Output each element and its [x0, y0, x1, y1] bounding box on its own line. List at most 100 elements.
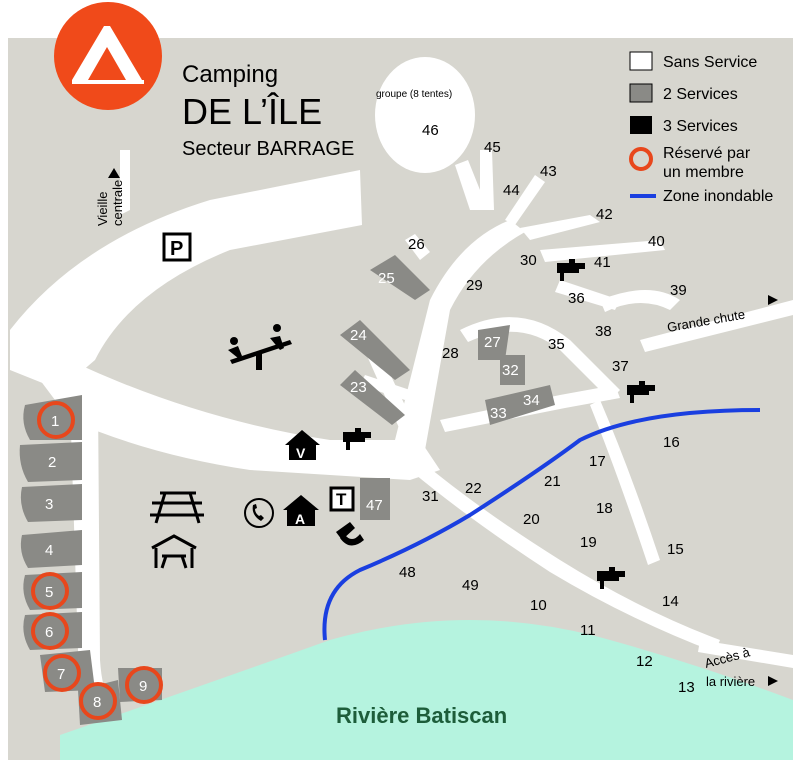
- site-9[interactable]: 9: [139, 678, 147, 695]
- site-42[interactable]: 42: [596, 206, 613, 223]
- site-pad-27: [478, 325, 510, 360]
- site-31[interactable]: 31: [422, 488, 439, 505]
- site-19[interactable]: 19: [580, 534, 597, 551]
- site-21[interactable]: 21: [544, 473, 561, 490]
- site-32[interactable]: 32: [502, 362, 519, 379]
- vieille-centrale-label: Vieille centrale: [95, 168, 125, 226]
- site-16[interactable]: 16: [663, 434, 680, 451]
- site-pad-25: [370, 255, 430, 300]
- site-7[interactable]: 7: [57, 666, 65, 683]
- shelter-icon: [151, 534, 197, 569]
- site-39[interactable]: 39: [670, 282, 687, 299]
- site-38[interactable]: 38: [595, 323, 612, 340]
- site-13[interactable]: 13: [678, 679, 695, 696]
- site-14[interactable]: 14: [662, 593, 679, 610]
- reserved-rings: [31, 401, 163, 720]
- flood-zone-line: [322, 408, 761, 641]
- reserved-ring-9: [125, 666, 163, 704]
- site-35[interactable]: 35: [548, 336, 565, 353]
- reserved-ring-1: [37, 401, 75, 439]
- site-pad-7: [40, 650, 95, 692]
- site-24[interactable]: 24: [350, 327, 367, 344]
- site-3[interactable]: 3: [45, 496, 53, 513]
- title-secteur: Secteur BARRAGE: [182, 138, 354, 160]
- site-pad-24: [340, 320, 410, 380]
- site-49[interactable]: 49: [462, 577, 479, 594]
- reserved-ring-5: [31, 572, 69, 610]
- site-10[interactable]: 10: [530, 597, 547, 614]
- site-23[interactable]: 23: [350, 379, 367, 396]
- water-tap-icon: [627, 381, 655, 403]
- site-33[interactable]: 33: [490, 405, 507, 422]
- legend-label-2-services: 2 Services: [663, 86, 738, 103]
- site-17[interactable]: 17: [589, 453, 606, 470]
- site-27[interactable]: 27: [484, 334, 501, 351]
- title-camping: Camping: [182, 61, 278, 88]
- group-site-label: groupe (8 tentes): [376, 89, 452, 100]
- site-30[interactable]: 30: [520, 252, 537, 269]
- arrow-right-icon: [768, 676, 778, 686]
- site-6[interactable]: 6: [45, 624, 53, 641]
- telephone-icon: [244, 498, 274, 528]
- site-pad-32: [500, 355, 525, 385]
- site-40[interactable]: 40: [648, 233, 665, 250]
- site-43[interactable]: 43: [540, 163, 557, 180]
- reserved-ring-6: [31, 612, 69, 650]
- site-pad-33-34: [485, 385, 555, 425]
- svg-text:la rivière: la rivière: [706, 674, 755, 689]
- site-28[interactable]: 28: [442, 345, 459, 362]
- water-tap-icon: [597, 567, 625, 589]
- site-41[interactable]: 41: [594, 254, 611, 271]
- accueil-icon: A: [283, 495, 319, 527]
- site-20[interactable]: 20: [523, 511, 540, 528]
- title-de-l-ile: DE L’ÎLE: [182, 91, 322, 132]
- site-22[interactable]: 22: [465, 480, 482, 497]
- site-34[interactable]: 34: [523, 392, 540, 409]
- site-12[interactable]: 12: [636, 653, 653, 670]
- site-pad-23: [340, 370, 405, 425]
- legend-swatch-sans-service: [629, 51, 653, 71]
- site-44[interactable]: 44: [503, 182, 520, 199]
- water-tap-icon: [557, 259, 585, 281]
- site-11[interactable]: 11: [580, 622, 596, 639]
- legend-label-flood: Zone inondable: [663, 188, 773, 205]
- site-8[interactable]: 8: [93, 694, 101, 711]
- site-45[interactable]: 45: [484, 139, 501, 156]
- site-37[interactable]: 37: [612, 358, 629, 375]
- site-18[interactable]: 18: [596, 500, 613, 517]
- legend-swatch-2-services: [629, 83, 653, 103]
- parking-letter: P: [170, 238, 183, 260]
- svg-text:Vieille: Vieille: [95, 192, 110, 226]
- parking-sign: [162, 232, 192, 262]
- legend-swatch-reserved: [629, 147, 653, 171]
- river-name: Rivière Batiscan: [336, 703, 507, 728]
- site-48[interactable]: 48: [399, 564, 416, 581]
- site-2[interactable]: 2: [48, 454, 56, 471]
- reserved-ring-7: [43, 654, 81, 692]
- picnic-table-icon: [150, 491, 204, 524]
- site-pad-47: [360, 478, 390, 520]
- svg-text:A: A: [295, 511, 305, 527]
- toilets-letter: T: [336, 490, 347, 509]
- legend-label-3-services: 3 Services: [663, 118, 738, 135]
- arrow-up-icon: [108, 168, 120, 178]
- site-47[interactable]: 47: [366, 497, 383, 514]
- site-25[interactable]: 25: [378, 270, 395, 287]
- site-5[interactable]: 5: [45, 584, 53, 601]
- site-36[interactable]: 36: [568, 290, 585, 307]
- legend-label-reserved-1: Réservé par: [663, 145, 751, 162]
- site-pad-4: [20, 530, 82, 568]
- site-15[interactable]: 15: [667, 541, 684, 558]
- site-numbers: 1 2 3 4 5 6 7 8 9 10 11 12 13 14 15 16 1…: [45, 122, 695, 711]
- playground-icon: [228, 324, 292, 370]
- site-4[interactable]: 4: [45, 542, 53, 559]
- site-29[interactable]: 29: [466, 277, 483, 294]
- camping-logo: [54, 2, 162, 110]
- site-46[interactable]: 46: [422, 122, 439, 139]
- site-1[interactable]: 1: [51, 413, 59, 430]
- shower-icon: [336, 522, 364, 546]
- site-26[interactable]: 26: [408, 236, 425, 253]
- reserved-ring-8: [79, 682, 117, 720]
- svg-text:V: V: [296, 445, 306, 461]
